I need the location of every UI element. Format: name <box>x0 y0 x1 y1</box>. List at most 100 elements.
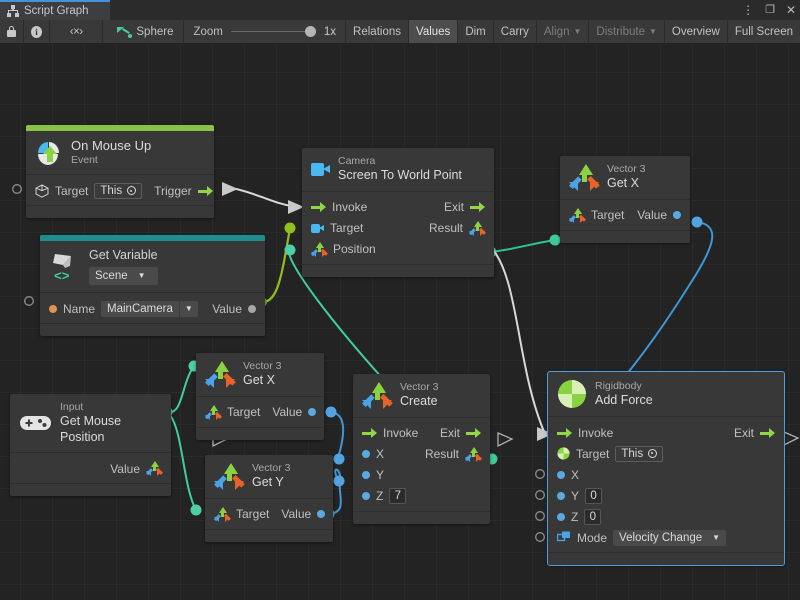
z-label: Z <box>376 489 383 503</box>
node-title-block: Vector 3 Get Y <box>252 462 291 491</box>
value-port[interactable] <box>673 211 681 219</box>
x-port[interactable] <box>362 450 370 458</box>
node-vector3-get-y[interactable]: Vector 3 Get Y Target Value <box>205 455 333 542</box>
chevron-down-icon: ▼ <box>138 271 146 281</box>
node-title-block: Input Get Mouse Position <box>60 401 162 445</box>
zoom-slider[interactable] <box>231 26 316 38</box>
target-this-field[interactable]: This <box>615 446 663 462</box>
node-screen-to-world-point[interactable]: Camera Screen To World Point Invoke Exit <box>302 148 494 277</box>
row-target-value: Target Value <box>205 504 333 525</box>
row-target-trigger: Target This Trigger <box>26 180 214 201</box>
window-buttons: ⋮ ❐ ✕ <box>742 0 796 20</box>
toolbar-distribute[interactable]: Distribute ▼ <box>589 20 665 43</box>
node-vector3-get-x-top[interactable]: Vector 3 Get X Target Value <box>560 156 690 243</box>
graph-target[interactable]: Sphere <box>103 20 184 43</box>
z-port[interactable] <box>362 492 370 500</box>
value-port[interactable] <box>308 408 316 416</box>
graph-canvas[interactable]: On Mouse Up Event Target This Trigger <box>0 44 800 600</box>
title-bar: Script Graph ⋮ ❐ ✕ <box>0 0 800 20</box>
row-target: Target This <box>548 443 784 464</box>
vector3-icon <box>469 221 485 236</box>
variable-kind-dropdown[interactable]: Scene ▼ <box>89 267 158 285</box>
svg-text:<>: <> <box>54 269 70 282</box>
z-port[interactable] <box>557 513 565 521</box>
chevron-down-icon[interactable]: ▼ <box>179 301 198 317</box>
toolbar-relations[interactable]: Relations <box>346 20 409 43</box>
node-footer <box>548 552 784 565</box>
toolbar-align[interactable]: Align ▼ <box>537 20 590 43</box>
mode-dropdown[interactable]: Velocity Change ▼ <box>613 530 726 546</box>
zoom-label: Zoom <box>193 26 222 38</box>
node-body: Target Value <box>560 200 690 230</box>
target-this-value: This <box>100 185 122 197</box>
node-category: Vector 3 <box>607 163 646 176</box>
value-label: Value <box>281 507 311 521</box>
value-label: Value <box>212 302 242 316</box>
node-title-block: Rigidbody Add Force <box>595 380 653 409</box>
maximize-icon[interactable]: ❐ <box>765 5 775 16</box>
lock-icon <box>7 26 16 37</box>
toolbar-carry[interactable]: Carry <box>494 20 537 43</box>
z-input[interactable]: 0 <box>584 509 601 525</box>
value-port[interactable] <box>317 510 325 518</box>
target-this-value: This <box>621 448 643 460</box>
tab-script-graph[interactable]: Script Graph <box>0 0 110 20</box>
y-port[interactable] <box>557 492 565 500</box>
name-port[interactable] <box>49 305 57 313</box>
graph-icon <box>7 5 19 17</box>
variable-name-value: MainCamera <box>101 301 179 317</box>
node-vector3-create[interactable]: Vector 3 Create Invoke Exit <box>353 374 490 524</box>
node-get-mouse-position[interactable]: Input Get Mouse Position Value <box>10 394 171 496</box>
node-vector3-get-x-mid[interactable]: Vector 3 Get X Target Value <box>196 353 324 440</box>
mouse-up-icon <box>35 140 63 166</box>
row-name-value: Name MainCamera ▼ Value <box>40 298 265 319</box>
mode-value: Velocity Change <box>619 532 702 544</box>
node-body: Value <box>10 453 171 483</box>
z-input[interactable]: 7 <box>389 488 406 504</box>
node-get-variable[interactable]: <> Get Variable Scene ▼ Name <box>40 235 265 336</box>
x-port[interactable] <box>557 471 565 479</box>
flow-arrow-icon <box>760 428 775 438</box>
y-input[interactable]: 0 <box>585 488 602 504</box>
vector3-icon <box>362 382 392 409</box>
value-label: Value <box>637 208 667 222</box>
node-footer <box>196 427 324 440</box>
info-button[interactable]: i <box>24 20 50 43</box>
lock-button[interactable] <box>0 20 24 43</box>
node-footer <box>302 264 494 277</box>
node-title: Create <box>400 394 439 410</box>
node-title: Get Y <box>252 475 291 491</box>
node-title: Add Force <box>595 393 653 409</box>
node-category: Vector 3 <box>400 381 439 394</box>
node-header: Rigidbody Add Force <box>548 372 784 417</box>
value-port[interactable] <box>248 305 256 313</box>
y-label: Y <box>376 468 384 482</box>
node-rigidbody-add-force[interactable]: Rigidbody Add Force Invoke Exit <box>548 372 784 565</box>
object-picker-icon[interactable] <box>648 449 657 458</box>
node-on-mouse-up[interactable]: On Mouse Up Event Target This Trigger <box>26 125 214 218</box>
rigidbody-icon <box>557 447 570 460</box>
target-this-field[interactable]: This <box>94 183 142 199</box>
object-picker-icon[interactable] <box>127 186 136 195</box>
code-button[interactable]: ‹×› <box>50 20 103 43</box>
vector3-icon <box>311 242 327 257</box>
variable-name-dropdown[interactable]: MainCamera ▼ <box>101 301 198 317</box>
node-body: Invoke Exit Target <box>548 417 784 552</box>
value-label: Value <box>110 462 140 476</box>
camera-icon <box>311 163 330 176</box>
y-port[interactable] <box>362 471 370 479</box>
toolbar-full-screen[interactable]: Full Screen <box>728 20 800 43</box>
node-header: On Mouse Up Event <box>26 131 214 175</box>
close-icon[interactable]: ✕ <box>786 4 796 16</box>
toolbar-dim[interactable]: Dim <box>458 20 493 43</box>
row-invoke-exit: Invoke Exit <box>548 422 784 443</box>
toolbar-values[interactable]: Values <box>409 20 458 43</box>
kebab-menu-icon[interactable]: ⋮ <box>742 4 754 16</box>
node-title-block: Vector 3 Get X <box>607 163 646 192</box>
position-label: Position <box>333 242 376 256</box>
toolbar-overview[interactable]: Overview <box>665 20 728 43</box>
node-title-block: Vector 3 Get X <box>243 360 282 389</box>
graph-target-label: Sphere <box>136 26 173 38</box>
flow-arrow-icon <box>466 428 481 438</box>
